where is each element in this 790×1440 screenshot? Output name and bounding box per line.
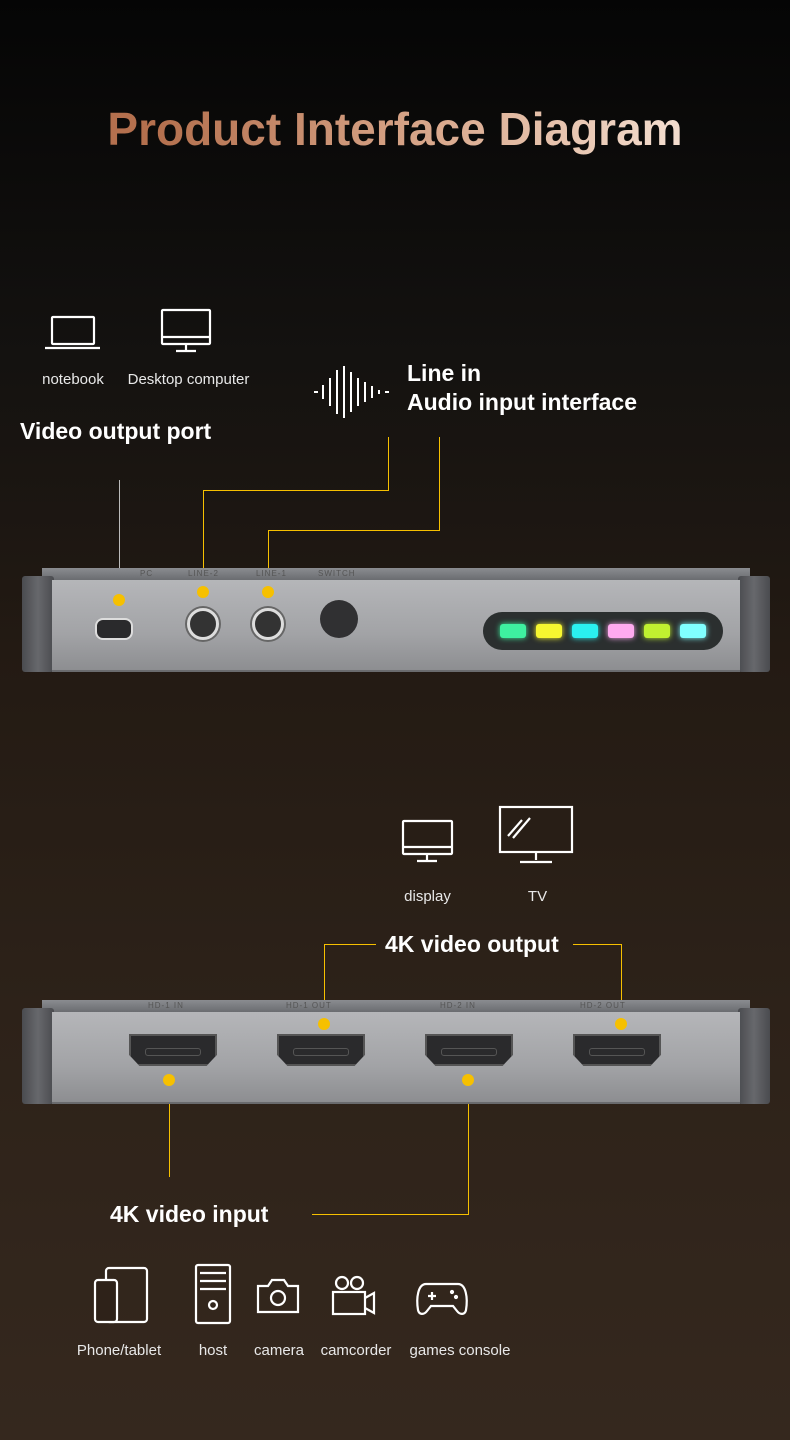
port-label-switch: SWITCH bbox=[318, 569, 356, 578]
gamepad-icon bbox=[416, 1282, 468, 1315]
host-label: host bbox=[198, 1342, 228, 1359]
line1-jack bbox=[252, 608, 284, 640]
camera-icon bbox=[256, 1278, 300, 1314]
led-3 bbox=[572, 624, 598, 638]
marker-dot bbox=[262, 586, 274, 598]
port-label-line1: LINE-1 bbox=[256, 569, 287, 578]
camera-label: camera bbox=[253, 1342, 305, 1359]
panel-body bbox=[52, 1012, 740, 1104]
games-console-label: games console bbox=[409, 1342, 511, 1359]
marker-dot bbox=[318, 1018, 330, 1030]
marker-dot bbox=[113, 594, 125, 606]
port-label-line2: LINE-2 bbox=[188, 569, 219, 578]
audio-input-label: Audio input interface bbox=[407, 389, 637, 415]
end-cap-right bbox=[738, 576, 770, 672]
led-4 bbox=[608, 624, 634, 638]
marker-dot bbox=[163, 1074, 175, 1086]
line1-connector bbox=[268, 437, 440, 590]
output1-connector bbox=[324, 944, 376, 1024]
hdmi-port-hd2-out bbox=[573, 1034, 661, 1066]
marker-dot bbox=[615, 1018, 627, 1030]
input2-connector bbox=[312, 1080, 469, 1215]
port-label-hd1-out: HD-1 OUT bbox=[286, 1001, 332, 1010]
hdmi-port-hd1-in bbox=[129, 1034, 217, 1066]
marker-dot bbox=[197, 586, 209, 598]
top-plate: HD-1 IN HD-1 OUT HD-2 IN HD-2 OUT bbox=[42, 1000, 750, 1012]
port-label-pc: PC bbox=[140, 569, 154, 578]
video-output-4k-label: 4K video output bbox=[385, 931, 559, 957]
monitor-icon bbox=[160, 308, 212, 353]
camcorder-icon bbox=[331, 1275, 376, 1316]
tv-icon bbox=[498, 805, 574, 864]
panel-body bbox=[52, 580, 740, 672]
output2-connector bbox=[573, 944, 622, 1024]
switch-button[interactable] bbox=[320, 600, 358, 638]
marker-dot bbox=[462, 1074, 474, 1086]
display-label: display bbox=[404, 888, 451, 905]
led-indicator-strip bbox=[483, 612, 723, 650]
pc-tower-icon bbox=[194, 1263, 232, 1325]
laptop-icon bbox=[45, 315, 100, 350]
port-label-hd1-in: HD-1 IN bbox=[148, 1001, 184, 1010]
page-title: Product Interface Diagram bbox=[0, 102, 790, 156]
line2-connector bbox=[203, 437, 389, 590]
led-2 bbox=[536, 624, 562, 638]
port-label-hd2-out: HD-2 OUT bbox=[580, 1001, 626, 1010]
line-in-label: Line in bbox=[407, 360, 482, 386]
tv-label: TV bbox=[527, 888, 548, 905]
end-cap-right bbox=[738, 1008, 770, 1104]
top-plate: PC LINE-2 LINE-1 SWITCH bbox=[42, 568, 750, 580]
led-1 bbox=[500, 624, 526, 638]
video-output-label: Video output port bbox=[20, 418, 212, 444]
camcorder-label: camcorder bbox=[320, 1342, 392, 1359]
hdmi-port-hd2-in bbox=[425, 1034, 513, 1066]
usb-c-port bbox=[95, 618, 133, 640]
video-input-4k-label: 4K video input bbox=[110, 1201, 269, 1227]
audio-wave-icon bbox=[314, 366, 389, 418]
port-label-hd2-in: HD-2 IN bbox=[440, 1001, 476, 1010]
line2-jack bbox=[187, 608, 219, 640]
display-monitor-icon bbox=[401, 819, 454, 863]
led-5 bbox=[644, 624, 670, 638]
phone-tablet-label: Phone/tablet bbox=[76, 1342, 162, 1359]
device-rear-panel: HD-1 IN HD-1 OUT HD-2 IN HD-2 OUT bbox=[22, 1000, 770, 1108]
desktop-label: Desktop computer bbox=[127, 371, 250, 388]
phone-tablet-icon bbox=[93, 1266, 149, 1324]
icon-strokes bbox=[45, 308, 574, 1325]
hdmi-port-hd1-out bbox=[277, 1034, 365, 1066]
device-front-panel: PC LINE-2 LINE-1 SWITCH bbox=[22, 568, 770, 676]
end-cap-left bbox=[22, 576, 54, 672]
end-cap-left bbox=[22, 1008, 54, 1104]
notebook-label: notebook bbox=[42, 371, 104, 388]
led-6 bbox=[680, 624, 706, 638]
